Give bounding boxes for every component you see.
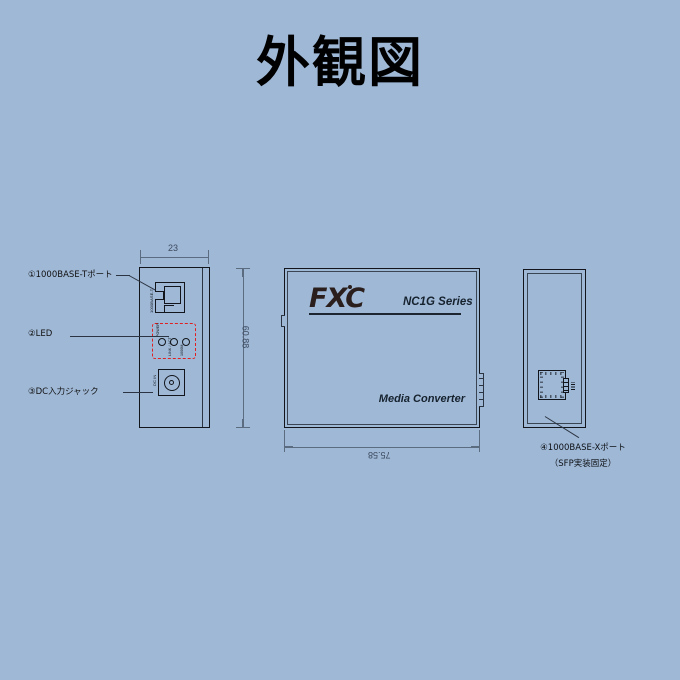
- top-view-sfp-side-nub: [479, 373, 484, 407]
- top-width-arrow-right: [471, 446, 479, 448]
- led-label-power: POWER: [156, 322, 160, 337]
- callout-label-dc-jack: ③DC入力ジャック: [28, 387, 99, 397]
- callout-label-1000base-t: ①1000BASE-Tポート: [28, 270, 113, 280]
- top-height-dimension-text: 60.88: [240, 325, 251, 349]
- fxc-logo-dot: [348, 285, 352, 289]
- led-label-1000m: 1000M: [180, 344, 184, 357]
- page-title: 外観図: [256, 31, 424, 94]
- callout-leader-2: [70, 336, 169, 337]
- dc-input-jack: [158, 369, 185, 396]
- led-power: [158, 338, 166, 346]
- callout-leader-3: [123, 392, 153, 393]
- front-width-ext-right: [208, 250, 209, 264]
- top-width-ext-left: [284, 430, 285, 452]
- top-view-inner-rim: [287, 271, 477, 425]
- rj45-notch: [155, 291, 164, 300]
- sfp-pins: [571, 382, 575, 390]
- rear-view-inner-rim: [527, 273, 582, 424]
- dc-jack-ring: [163, 374, 180, 391]
- rear-view: [523, 269, 586, 428]
- rj45-inner-outline: [164, 286, 181, 304]
- front-width-ext-left: [140, 250, 141, 264]
- sfp-port-1000base-x: [538, 370, 575, 400]
- top-width-arrow-left: [285, 446, 293, 448]
- sfp-latch: [563, 378, 569, 393]
- front-panel-view: 1000BASE-T POWER LINK / ACT 1000M DC IN: [139, 267, 210, 428]
- top-view-left-nub: [281, 315, 285, 327]
- panel-inner-edge: [202, 268, 203, 427]
- top-width-ext-right: [479, 430, 480, 452]
- front-width-arrow-left: [141, 256, 149, 259]
- product-type-label: Media Converter: [378, 393, 465, 405]
- top-view: FXC NC1G Series Media Converter: [281, 268, 484, 428]
- sfp-port-hatching-bottom: [540, 395, 564, 398]
- callout-label-1000base-x: ④1000BASE-Xポート: [540, 443, 626, 453]
- led-link-act: [170, 338, 178, 346]
- rj45-latch-tab: [164, 305, 174, 313]
- top-width-dimension-text: 75.58: [368, 450, 391, 460]
- fxc-logo: FXC: [309, 283, 365, 314]
- sfp-port-hatching-top: [540, 372, 564, 375]
- rj45-port-label: 1000BASE-T: [149, 288, 154, 313]
- front-width-arrow-right: [200, 256, 208, 259]
- logo-underline: [309, 313, 461, 315]
- callout-label-sfp-fixed: （SFP実装固定）: [549, 459, 617, 469]
- callout-label-led: ②LED: [28, 329, 53, 339]
- top-height-arrow-bottom: [242, 419, 244, 427]
- series-label: NC1G Series: [403, 296, 473, 308]
- top-height-ext-top: [236, 268, 250, 269]
- rj45-port-1000base-t: [155, 282, 185, 313]
- callout-leader-1-horizontal: [116, 275, 130, 276]
- led-label-link-act: LINK / ACT: [168, 337, 172, 356]
- led-group-highlight: [152, 323, 196, 359]
- front-width-dimension-line: [140, 257, 209, 258]
- sfp-port-hatching: [540, 372, 564, 398]
- top-height-dimension-line: [243, 268, 244, 428]
- dc-jack-label: DC IN: [152, 374, 157, 386]
- top-height-ext-bottom: [236, 427, 250, 428]
- front-width-dimension-text: 23: [168, 243, 179, 253]
- top-height-arrow-top: [242, 269, 244, 277]
- led-1000m: [182, 338, 190, 346]
- dc-jack-pin: [169, 380, 174, 385]
- top-width-dimension-line: [284, 447, 480, 448]
